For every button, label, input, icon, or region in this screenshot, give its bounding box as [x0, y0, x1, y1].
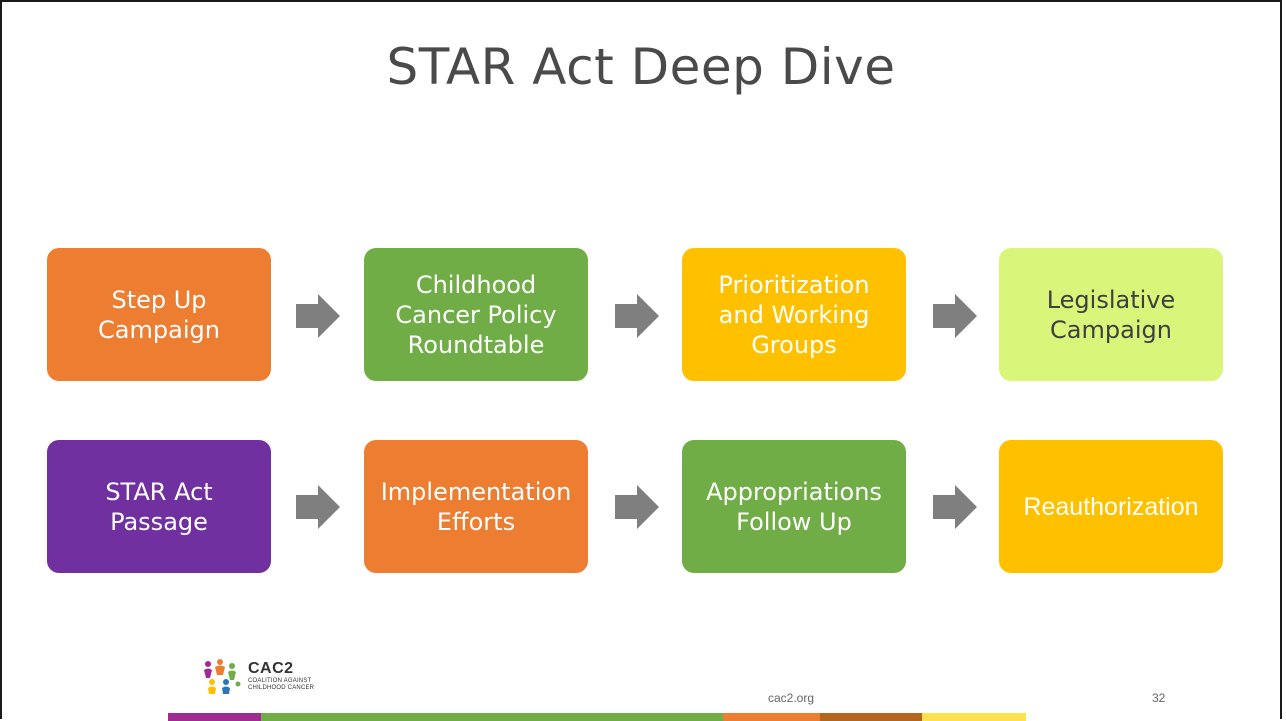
figures-logo-icon — [204, 659, 241, 694]
right-arrow-icon — [933, 485, 977, 529]
logo-tagline-1: COALITION AGAINST — [248, 678, 312, 684]
right-arrow-icon — [296, 485, 340, 529]
right-arrow-icon — [296, 294, 340, 338]
logo-text: CAC2 COALITION AGAINST CHILDHOOD CANCER — [248, 660, 314, 692]
right-arrow-icon — [933, 294, 977, 338]
footer-stripe-brown — [820, 713, 922, 721]
logo-tagline-2: CHILDHOOD CANCER — [248, 685, 315, 691]
footer-stripe-yellow — [922, 713, 1026, 721]
step-prioritization-and-working-groups: Prioritization and Working Groups — [682, 248, 906, 381]
footer-stripe-purple — [168, 713, 261, 721]
right-arrow-icon — [615, 294, 659, 338]
step-legislative-campaign: Legislative Campaign — [999, 248, 1223, 381]
footer-stripe-orange — [723, 713, 820, 721]
footer-url: cac2.org — [768, 691, 815, 705]
step-star-act-passage: STAR Act Passage — [47, 440, 271, 573]
logo-name: CAC2 — [248, 660, 294, 677]
step-childhood-cancer-policy-roundtable: Childhood Cancer Policy Roundtable — [364, 248, 588, 381]
page-number: 32 — [1152, 691, 1166, 705]
step-step-up-campaign: Step Up Campaign — [47, 248, 271, 381]
right-arrow-icon — [615, 485, 659, 529]
slide-title: STAR Act Deep Dive — [386, 38, 896, 96]
step-reauthorization: Reauthorization — [999, 440, 1223, 573]
step-implementation-efforts: Implementation Efforts — [364, 440, 588, 573]
footer-stripe-green — [261, 713, 723, 721]
step-appropriations-follow-up: Appropriations Follow Up — [682, 440, 906, 573]
cac2-logo: CAC2 COALITION AGAINST CHILDHOOD CANCER — [200, 658, 314, 694]
